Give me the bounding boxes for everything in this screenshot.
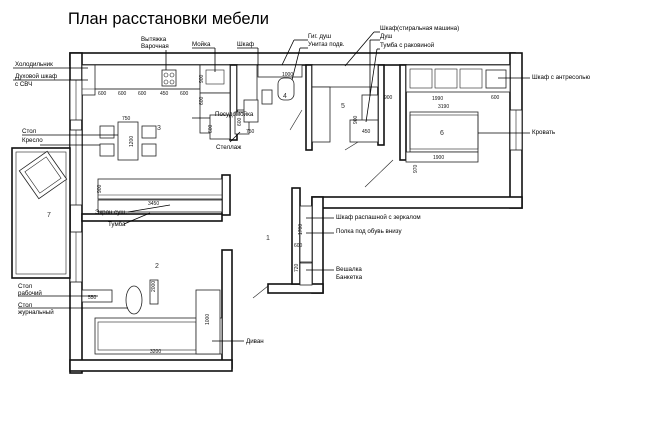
dim-liv1: 2000 bbox=[151, 281, 157, 292]
label-coffee-table: Стол bbox=[18, 302, 33, 309]
room-number-6: 6 bbox=[440, 130, 444, 137]
label-armchair: Кресло bbox=[22, 137, 43, 144]
label-hob: Варочная bbox=[141, 43, 169, 50]
label-coffee-table-2: журнальный bbox=[18, 309, 54, 316]
dim-shower1: 900 bbox=[353, 115, 359, 124]
tv-stand: 900 3450 bbox=[97, 178, 223, 213]
label-mezzanine-cabinet: Шкаф с антресолью bbox=[532, 74, 590, 81]
dim-s3: 600 bbox=[491, 95, 500, 101]
room-number-2: 2 bbox=[155, 263, 159, 270]
dim-dw2: 600 bbox=[237, 117, 243, 126]
bathroom: 1000 750 1000 4 900 450 5 bbox=[236, 64, 379, 151]
dim-bed4: 970 bbox=[413, 164, 419, 173]
room-number-4: 4 bbox=[283, 93, 287, 100]
dim-liv2: 3200 bbox=[150, 349, 161, 355]
label-shelving: Стеллаж bbox=[216, 144, 242, 151]
label-hyg-shower: Гиг. душ bbox=[308, 33, 331, 40]
walls bbox=[69, 52, 523, 374]
dim-bath1: 1000 bbox=[282, 72, 293, 78]
label-washer-cabinet: Шкаф(стиральная машина) bbox=[380, 25, 459, 32]
label-stand: Тумба bbox=[108, 221, 126, 228]
label-table: Стол bbox=[22, 128, 37, 135]
room-number-1: 1 bbox=[266, 235, 270, 242]
dining-table: 750 1200 3 bbox=[99, 116, 161, 161]
label-bench: Банкетка bbox=[336, 274, 363, 281]
label-bed: Кровать bbox=[532, 129, 555, 136]
dim-dw3: 750 bbox=[246, 129, 255, 135]
label-fridge: Холодильник bbox=[15, 61, 53, 68]
dim-k3: 600 bbox=[138, 91, 147, 97]
kitchen-counter: 600 600 600 450 600 900 600 600 600 750 bbox=[81, 64, 255, 140]
dim-bed2: 3190 bbox=[438, 104, 449, 110]
dim-sc2: 3450 bbox=[148, 201, 159, 207]
dim-k6: 600 bbox=[180, 91, 189, 97]
dim-s1: 900 bbox=[384, 95, 393, 101]
dim-bed1: 1990 bbox=[432, 96, 443, 102]
dim-liv3: 1000 bbox=[205, 314, 211, 325]
label-oven: Духовой шкаф bbox=[15, 73, 57, 80]
label-sink: Мойка bbox=[192, 41, 211, 48]
label-toilet: Унитаз подв. bbox=[308, 41, 345, 48]
dim-k1: 600 bbox=[98, 91, 107, 97]
label-oven-svch: с СВЧ bbox=[15, 81, 32, 88]
dim-desk: 550 bbox=[88, 295, 97, 301]
label-dishwasher: Посудомойка bbox=[215, 111, 254, 118]
annotations: Холодильник Духовой шкаф с СВЧ Вытяжка В… bbox=[13, 25, 590, 345]
dim-table-750: 750 bbox=[122, 116, 131, 122]
label-hanger: Вешалка bbox=[336, 266, 362, 273]
bedroom: 900 600 1990 3190 6 1900 970 bbox=[364, 64, 511, 188]
label-shoe-shelf: Полка под обувь внизу bbox=[336, 228, 402, 235]
dim-k4: 450 bbox=[160, 91, 169, 97]
dim-k5: 900 bbox=[199, 74, 205, 83]
label-wardrobe: Шкаф распашной с зеркалом bbox=[336, 214, 421, 221]
dim-hall3: 720 bbox=[294, 263, 300, 272]
dim-hall2: 600 bbox=[294, 243, 303, 249]
room-number-3: 3 bbox=[157, 125, 161, 132]
label-screen: Экран суш. bbox=[95, 209, 127, 216]
dim-k2: 600 bbox=[118, 91, 127, 97]
dim-dw1: 600 bbox=[208, 124, 214, 133]
label-cabinet: Шкаф bbox=[237, 41, 254, 48]
label-desk: Стол bbox=[18, 283, 33, 290]
room-number-5: 5 bbox=[341, 103, 345, 110]
dim-sc1: 900 bbox=[97, 184, 103, 193]
living-room: 550 2000 2 3200 1000 bbox=[81, 263, 223, 355]
room-number-7: 7 bbox=[47, 212, 51, 219]
plan-title: План расстановки мебели bbox=[68, 10, 269, 28]
dim-bed3: 1900 bbox=[433, 155, 444, 161]
label-shower: Душ bbox=[380, 33, 392, 40]
dim-shower2: 450 bbox=[362, 129, 371, 135]
dim-table-1200: 1200 bbox=[129, 136, 135, 147]
label-sofa: Диван bbox=[246, 338, 264, 345]
dim-k7: 600 bbox=[199, 96, 205, 105]
label-desk-work: рабочий bbox=[18, 290, 42, 297]
balcony: 7 bbox=[11, 147, 71, 279]
hallway: 1700 600 720 1 bbox=[252, 205, 313, 299]
label-hood: Вытяжка bbox=[141, 36, 167, 43]
label-vanity: Тумба с раковиной bbox=[380, 42, 435, 49]
dim-hall1: 1700 bbox=[298, 224, 304, 235]
